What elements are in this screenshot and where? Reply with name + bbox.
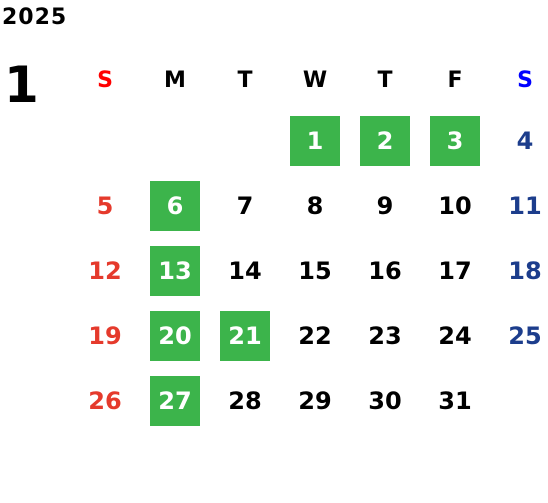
holiday-date[interactable]: 6 bbox=[150, 180, 200, 231]
week-row: 12 13 14 15 16 17 18 bbox=[70, 238, 548, 303]
day-cell: 26 bbox=[70, 368, 140, 433]
day-cell: 5 bbox=[70, 173, 140, 238]
date[interactable]: 29 bbox=[298, 386, 332, 415]
day-cell: 22 bbox=[280, 303, 350, 368]
date[interactable]: 9 bbox=[376, 191, 394, 220]
weekday-saturday: S bbox=[517, 68, 533, 93]
date[interactable]: 22 bbox=[298, 321, 332, 350]
day-cell: 12 bbox=[70, 238, 140, 303]
day-cell: 17 bbox=[420, 238, 490, 303]
year-label: 2025 bbox=[2, 5, 68, 30]
day-cell: 13 bbox=[140, 238, 210, 303]
day-cell: 1 bbox=[280, 108, 350, 173]
date[interactable]: 30 bbox=[368, 386, 402, 415]
weekday-wednesday: W bbox=[302, 68, 328, 93]
date[interactable]: 19 bbox=[88, 321, 122, 350]
date[interactable]: 14 bbox=[228, 256, 262, 285]
date[interactable]: 7 bbox=[236, 191, 254, 220]
day-cell: 9 bbox=[350, 173, 420, 238]
day-cell: 31 bbox=[420, 368, 490, 433]
day-cell: 2 bbox=[350, 108, 420, 173]
date[interactable]: 4 bbox=[516, 126, 534, 155]
date[interactable]: 25 bbox=[508, 321, 542, 350]
weekday-header-row: S M T W T F S bbox=[70, 56, 548, 108]
day-cell: 29 bbox=[280, 368, 350, 433]
month-number: 1 bbox=[4, 56, 39, 114]
date[interactable]: 16 bbox=[368, 256, 402, 285]
holiday-date[interactable]: 13 bbox=[150, 245, 200, 296]
day-cell bbox=[70, 108, 140, 173]
day-cell: 24 bbox=[420, 303, 490, 368]
day-cell bbox=[490, 368, 548, 433]
day-cell: 20 bbox=[140, 303, 210, 368]
day-cell: 6 bbox=[140, 173, 210, 238]
date[interactable]: 18 bbox=[508, 256, 542, 285]
week-row: 5 6 7 8 9 10 11 bbox=[70, 173, 548, 238]
holiday-date[interactable]: 3 bbox=[430, 115, 480, 166]
weekday-monday: M bbox=[164, 68, 186, 93]
day-cell: 16 bbox=[350, 238, 420, 303]
date[interactable]: 24 bbox=[438, 321, 472, 350]
day-cell: 7 bbox=[210, 173, 280, 238]
day-cell: 15 bbox=[280, 238, 350, 303]
date[interactable]: 11 bbox=[508, 191, 542, 220]
weekday-tuesday: T bbox=[237, 68, 253, 93]
day-cell: 18 bbox=[490, 238, 548, 303]
date[interactable]: 10 bbox=[438, 191, 472, 220]
date[interactable]: 5 bbox=[96, 191, 114, 220]
weekday-sunday: S bbox=[97, 68, 113, 93]
day-cell: 11 bbox=[490, 173, 548, 238]
date[interactable]: 8 bbox=[306, 191, 324, 220]
day-cell: 25 bbox=[490, 303, 548, 368]
holiday-date[interactable]: 21 bbox=[220, 310, 270, 361]
day-cell: 3 bbox=[420, 108, 490, 173]
holiday-date[interactable]: 2 bbox=[360, 115, 410, 166]
day-cell: 4 bbox=[490, 108, 548, 173]
holiday-date[interactable]: 1 bbox=[290, 115, 340, 166]
day-cell bbox=[140, 108, 210, 173]
holiday-date[interactable]: 27 bbox=[150, 375, 200, 426]
date[interactable]: 31 bbox=[438, 386, 472, 415]
day-cell: 19 bbox=[70, 303, 140, 368]
date[interactable]: 12 bbox=[88, 256, 122, 285]
day-cell: 28 bbox=[210, 368, 280, 433]
week-row: 26 27 28 29 30 31 bbox=[70, 368, 548, 433]
week-row: 19 20 21 22 23 24 25 bbox=[70, 303, 548, 368]
weekday-friday: F bbox=[447, 68, 463, 93]
day-cell: 23 bbox=[350, 303, 420, 368]
date[interactable]: 15 bbox=[298, 256, 332, 285]
date[interactable]: 26 bbox=[88, 386, 122, 415]
day-cell: 14 bbox=[210, 238, 280, 303]
weekday-thursday: T bbox=[377, 68, 393, 93]
day-cell: 30 bbox=[350, 368, 420, 433]
date[interactable]: 23 bbox=[368, 321, 402, 350]
day-cell bbox=[210, 108, 280, 173]
date[interactable]: 17 bbox=[438, 256, 472, 285]
date[interactable]: 28 bbox=[228, 386, 262, 415]
day-cell: 10 bbox=[420, 173, 490, 238]
day-cell: 8 bbox=[280, 173, 350, 238]
holiday-date[interactable]: 20 bbox=[150, 310, 200, 361]
day-cell: 27 bbox=[140, 368, 210, 433]
day-cell: 21 bbox=[210, 303, 280, 368]
